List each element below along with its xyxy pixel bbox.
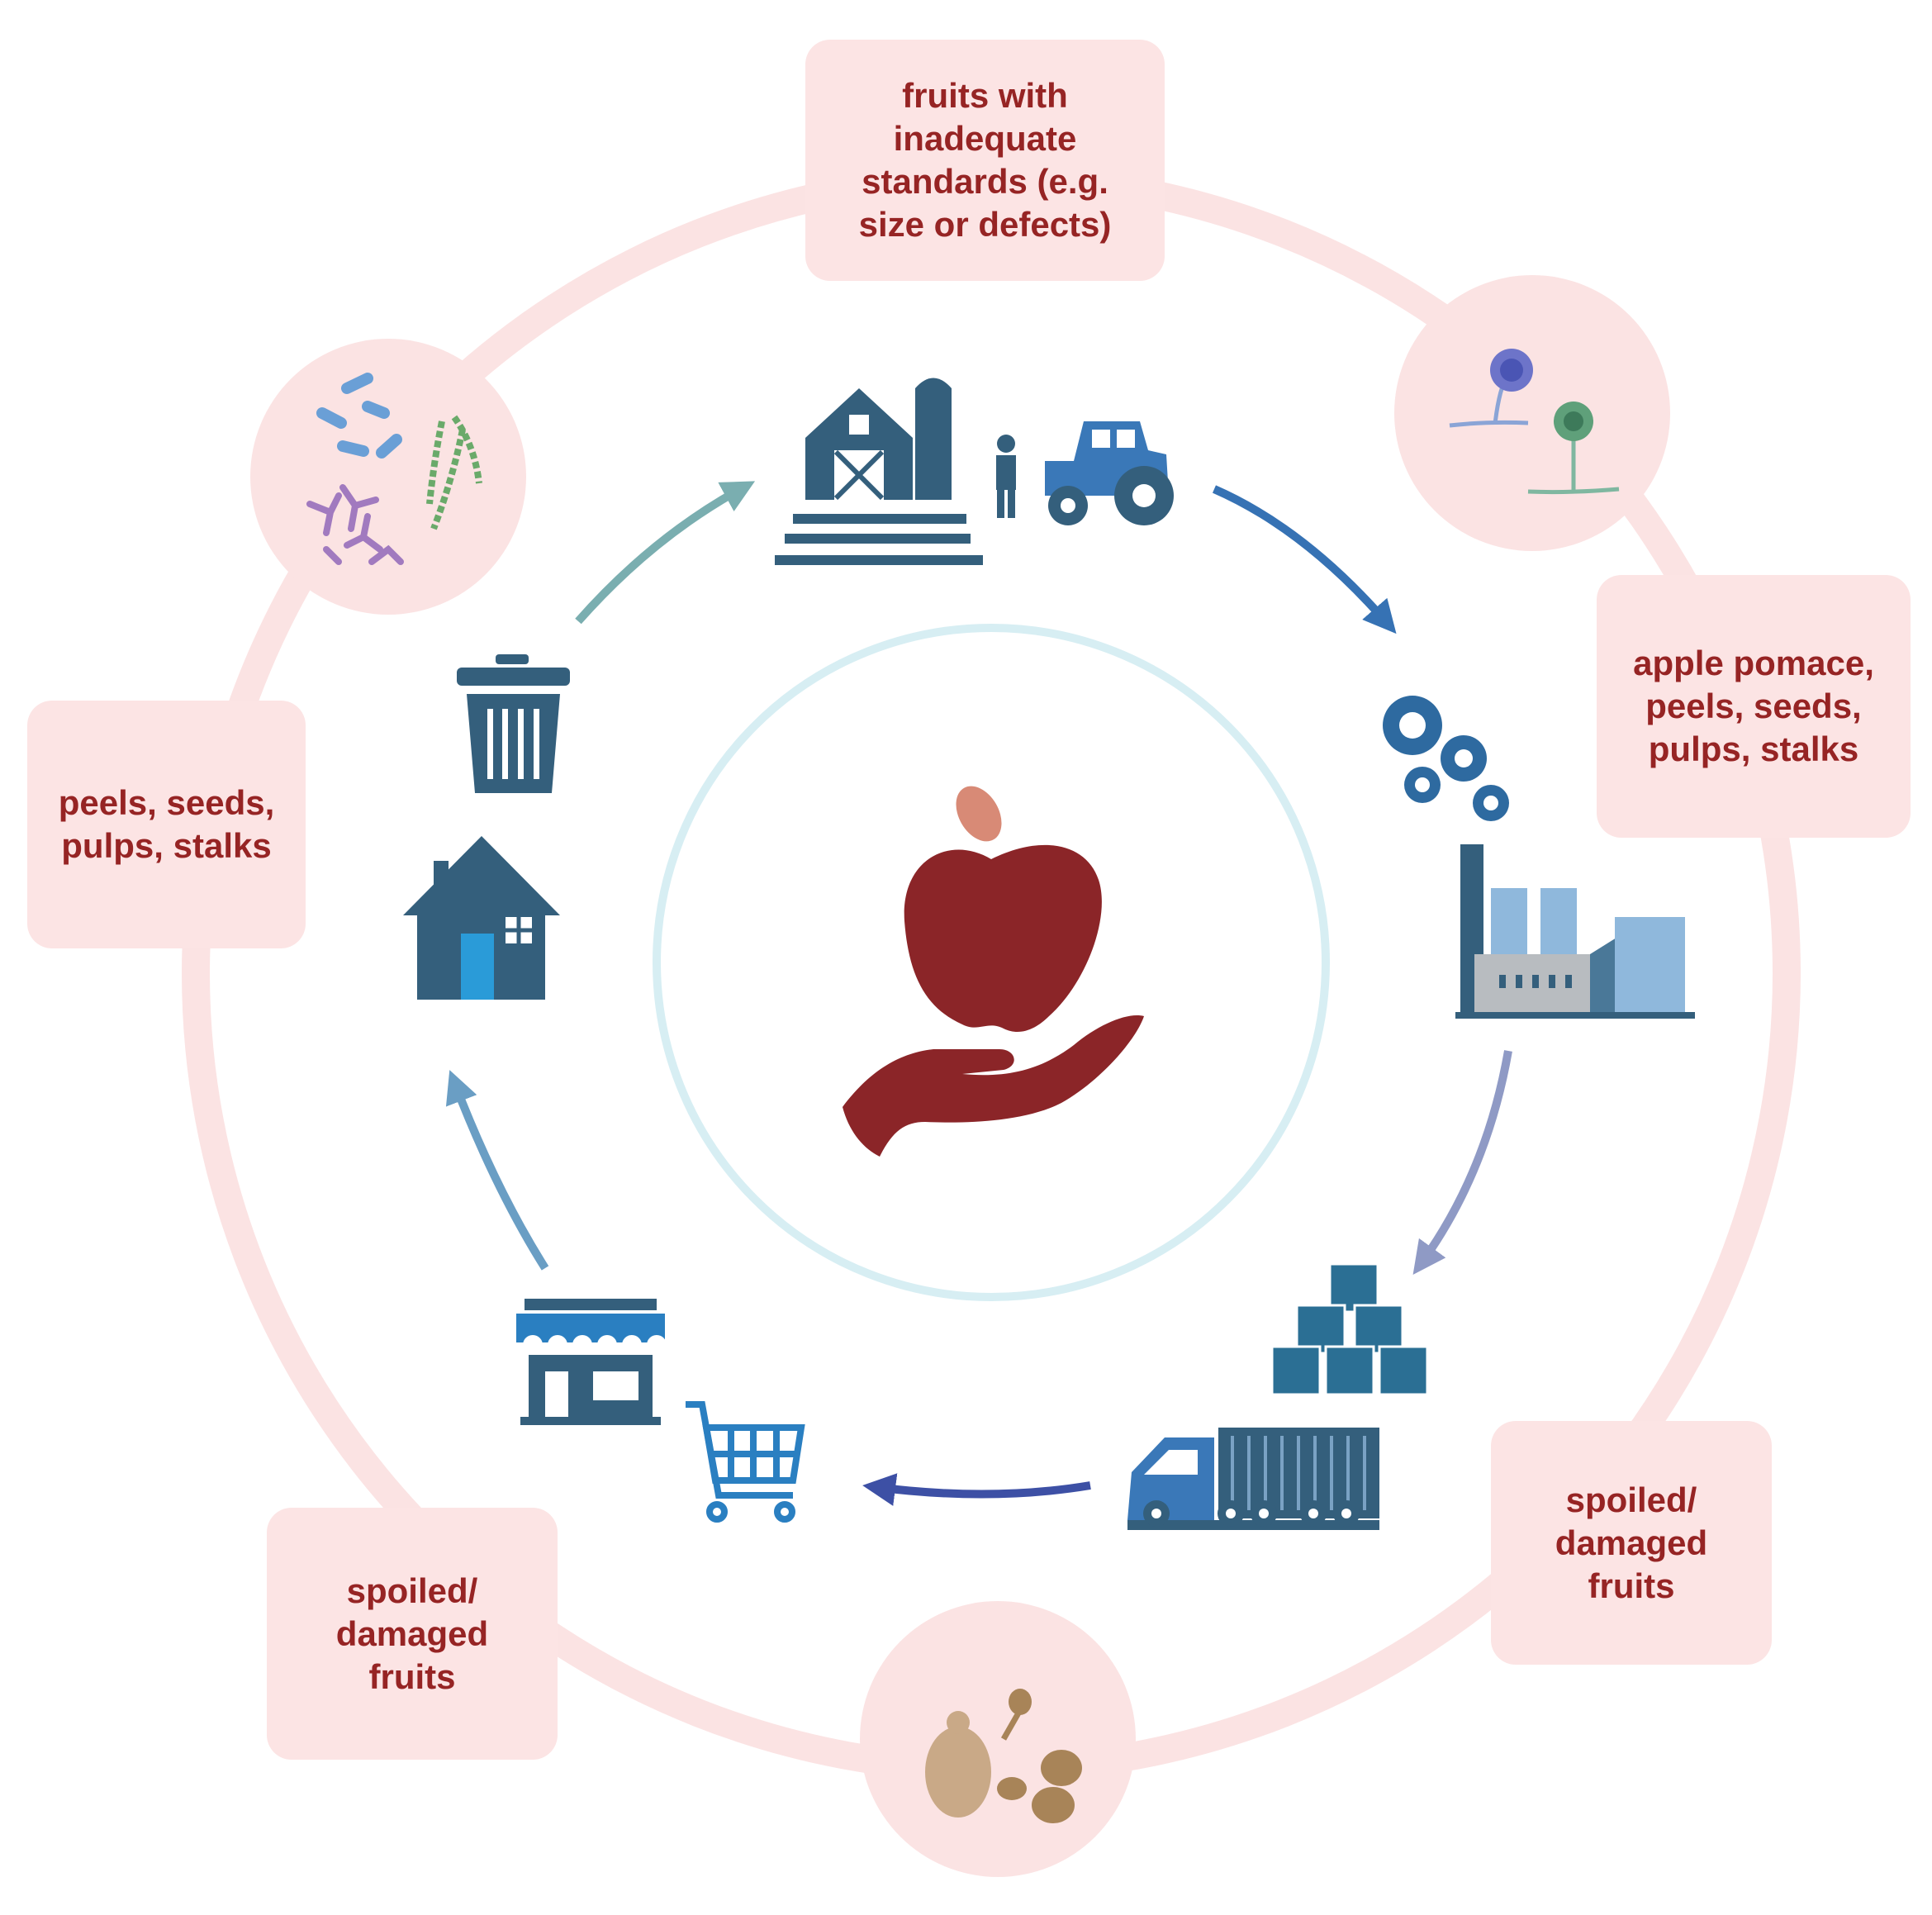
label-box-left: peels, seeds, pulps, stalks — [27, 701, 306, 948]
label-box-right: apple pomace, peels, seeds, pulps, stalk… — [1597, 575, 1911, 838]
arrow-farm-to-factory — [1212, 485, 1397, 634]
label-bottom-right-text: spoiled/ damaged fruits — [1555, 1480, 1708, 1605]
tractor-icon — [1045, 421, 1174, 525]
farmer-icon — [996, 435, 1016, 518]
store-icon — [516, 1299, 667, 1425]
arrow-store-to-house — [445, 1070, 549, 1271]
label-box-top: fruits with inadequate standards (e.g. s… — [805, 40, 1165, 281]
mold-fungi-icon — [1394, 275, 1670, 551]
barn-silo-icon — [775, 378, 983, 565]
label-bottom-left-text: spoiled/ damaged fruits — [335, 1570, 489, 1696]
inner-ring — [653, 624, 1330, 1301]
yeast-cells-icon — [860, 1601, 1136, 1877]
arrow-house-to-farm — [575, 481, 756, 625]
house-icon — [403, 836, 560, 1000]
trash-bin-icon — [457, 654, 570, 793]
label-right-text: apple pomace, peels, seeds, pulps, stalk… — [1633, 644, 1874, 768]
stacked-boxes-icon — [1270, 1262, 1429, 1396]
bacteria-icon — [250, 339, 526, 615]
label-top-text: fruits with inadequate standards (e.g. s… — [858, 76, 1112, 244]
arrow-factory-to-boxes — [1412, 1050, 1512, 1275]
label-box-bottom-left: spoiled/ damaged fruits — [267, 1508, 558, 1760]
label-left-text: peels, seeds, pulps, stalks — [58, 783, 275, 865]
apple-in-hand-icon — [843, 786, 1144, 1157]
label-box-bottom-right: spoiled/ damaged fruits — [1491, 1421, 1772, 1665]
gears-icon — [1383, 696, 1509, 821]
arrow-truck-to-store — [862, 1473, 1091, 1506]
factory-icon — [1455, 844, 1695, 1019]
shopping-cart-icon — [686, 1401, 805, 1523]
container-truck-icon — [1127, 1428, 1379, 1530]
